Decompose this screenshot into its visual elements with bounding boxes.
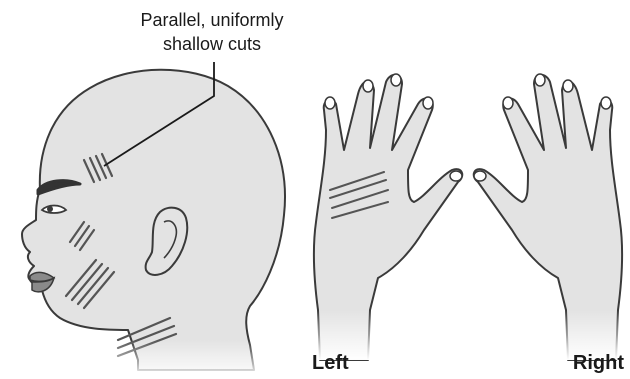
head-profile <box>22 70 285 379</box>
left-hand-label: Left <box>312 352 349 374</box>
right-hand <box>474 74 630 360</box>
callout-text-line1: Parallel, uniformly <box>140 10 283 30</box>
left-hand <box>300 74 462 360</box>
right-hand-label: Right <box>573 352 624 374</box>
eye <box>42 206 66 214</box>
callout-text-line2: shallow cuts <box>163 34 261 54</box>
